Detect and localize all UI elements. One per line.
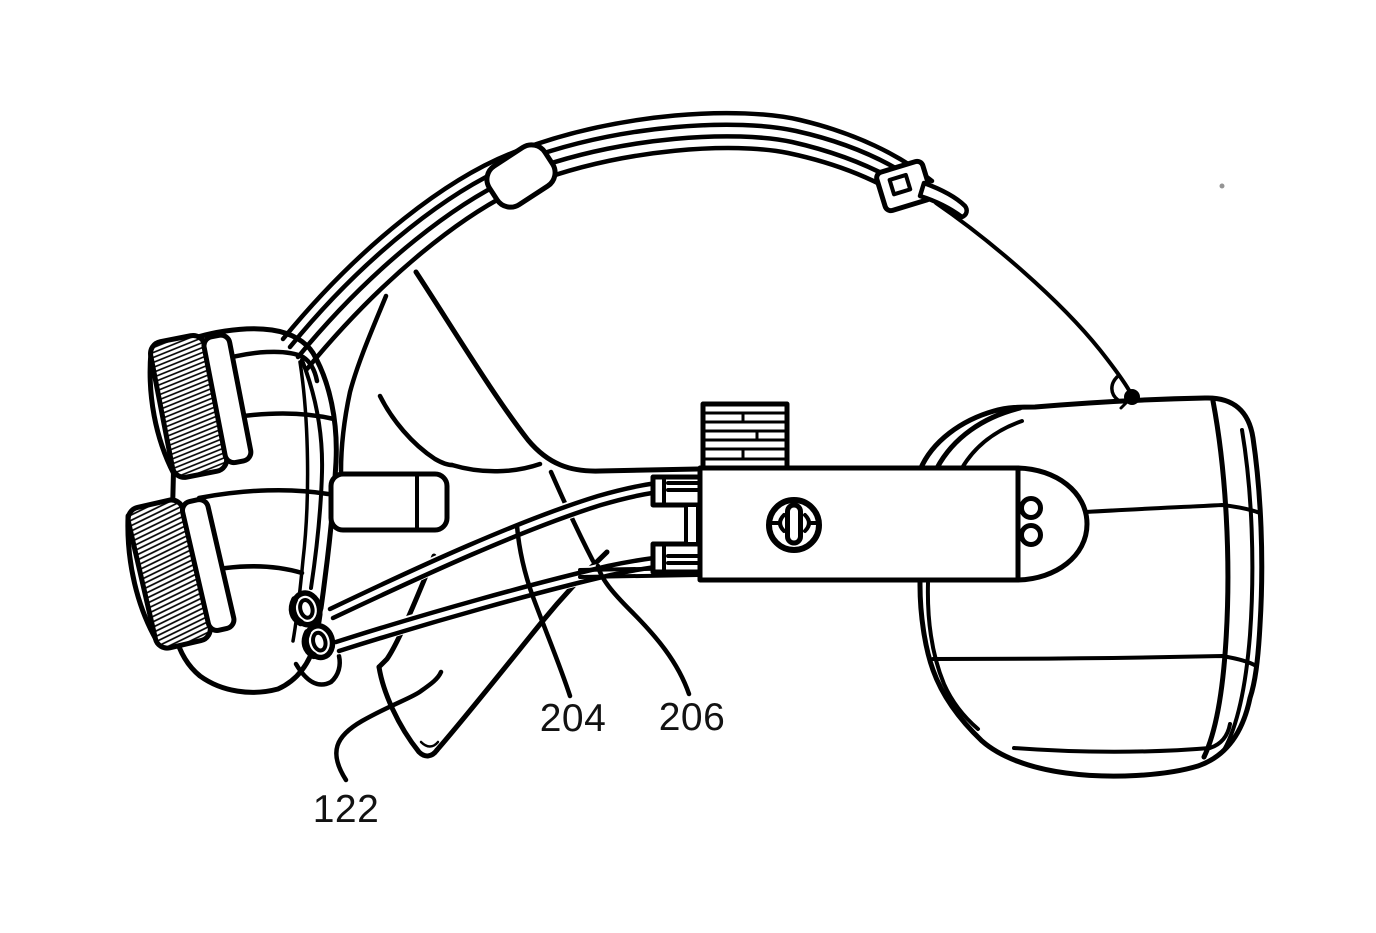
flap-tip-inner-line	[419, 740, 440, 748]
ref-label-206: 206	[659, 696, 726, 739]
strap-end-hook	[1110, 375, 1120, 402]
strap-anchor-tick	[1119, 395, 1134, 410]
housing-seam-2	[196, 487, 331, 501]
grommet-top-inner	[298, 598, 315, 620]
frame-saddle-left	[377, 393, 455, 468]
rear-pad-band-curve-1	[1201, 398, 1231, 760]
grommet-bottom-shade	[301, 628, 318, 660]
ref-label-122: 122	[313, 788, 380, 831]
module-body	[697, 465, 1021, 583]
band-strand-4	[304, 145, 916, 372]
rear-pad-seam-upper	[1084, 503, 1262, 515]
frame-saddle-valley	[449, 461, 543, 474]
dial-right-notch	[803, 513, 820, 533]
housing-rim-inner-line	[300, 358, 325, 590]
frame-main-curve	[413, 269, 701, 474]
tube-grommets	[288, 590, 336, 661]
leader-206	[595, 563, 692, 697]
tube-stub-top	[666, 481, 700, 492]
lower-rail-line-2	[578, 573, 700, 579]
lens-top-front-rim	[147, 349, 177, 477]
adjustment-dial	[766, 497, 822, 553]
rail-and-clamps	[328, 471, 703, 579]
band-buckle	[874, 158, 934, 214]
rear-pad-bottom-inner-edge	[1012, 722, 1232, 754]
buckle-slot	[887, 172, 913, 197]
band-strand-1	[280, 110, 935, 342]
scan-speck	[1219, 183, 1225, 189]
inner-frame	[338, 269, 701, 474]
band-strand-2	[287, 122, 929, 350]
vent-block	[700, 401, 790, 471]
clamp-connector	[684, 503, 700, 546]
module-led-bottom	[1019, 523, 1043, 547]
flap-lower-edge	[376, 664, 440, 759]
lens-top-side-face	[201, 332, 254, 466]
rear-pad-seam-lower	[931, 654, 1258, 668]
leader-204	[514, 523, 573, 699]
rear-strap	[934, 201, 1132, 394]
band-strand-3	[295, 134, 923, 360]
frame-arc-inner	[960, 419, 1024, 470]
lens-ring-top	[147, 332, 254, 480]
module-end-cap	[1015, 465, 1090, 583]
side-module	[697, 401, 1090, 583]
grommet-top-shade	[288, 596, 305, 627]
band-slider-clip	[484, 142, 558, 210]
annotations: 122 204 206	[313, 523, 726, 831]
slide-bracket	[328, 471, 450, 533]
rear-pad-left-inner-edge	[925, 581, 980, 731]
tube-stub-bottom	[666, 554, 700, 565]
band-tip	[917, 180, 969, 220]
dial-left-notch	[769, 513, 786, 533]
temple-frame-arcs	[934, 405, 1024, 471]
ref-label-204: 204	[540, 697, 607, 740]
lens-bottom-side-face	[179, 497, 237, 633]
grommet-bottom-inner	[311, 630, 328, 653]
dial-slot	[785, 502, 803, 546]
leader-122	[334, 669, 444, 783]
frame-front-curve	[338, 293, 389, 474]
module-led-top	[1019, 496, 1043, 520]
frame-arc-outer	[934, 405, 1023, 471]
headband	[280, 110, 1140, 410]
rear-pad-band-curve-2	[1222, 428, 1255, 752]
housing-bottom-corner	[293, 653, 342, 687]
lens-ring-bottom	[125, 497, 237, 651]
housing-hood-inner-line	[211, 349, 320, 384]
